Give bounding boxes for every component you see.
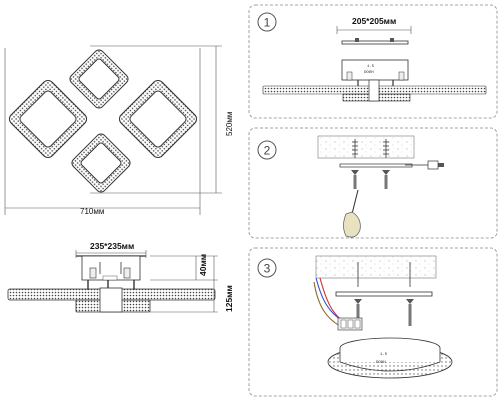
step-3-number: 3: [264, 262, 271, 276]
mounting-screws: [351, 170, 390, 189]
anchor-bolts: [352, 139, 389, 158]
step-3-panel: 3 1.5: [248, 247, 498, 397]
step-3-badge: [257, 258, 277, 278]
diamond-frame-top: [69, 49, 129, 109]
diamond-frame-bottom: [71, 133, 131, 193]
total-height-label: 125мм: [224, 285, 234, 312]
step-3-ceiling: [315, 255, 437, 279]
height-dimension-label: 520мм: [225, 112, 234, 136]
svg-text:1.5: 1.5: [380, 353, 388, 357]
step-2-panel: 2: [248, 127, 498, 239]
side-view-dimensions: [75, 250, 218, 313]
diamond-frame-right: [118, 79, 198, 159]
step-2-badge: [257, 140, 277, 160]
step-3-plate: [335, 291, 433, 297]
mount-plate-label: 235*235мм: [90, 241, 134, 251]
lamp-body: 1.5 DOOH: [327, 337, 453, 379]
width-dimension-label: 710мм: [80, 207, 104, 216]
side-view-drawing: [7, 255, 216, 313]
screwdriver-icon: [343, 189, 361, 238]
step-2-number: 2: [264, 144, 271, 158]
step-1-number: 1: [264, 16, 271, 30]
svg-text:DOOH: DOOH: [364, 71, 374, 75]
terminal-block: [337, 317, 363, 331]
ceiling-block: [317, 135, 415, 159]
top-view-dimensions: [4, 45, 222, 215]
step-1-badge: [257, 12, 277, 32]
step-2-plate: [339, 163, 413, 168]
step-3-screws: [354, 299, 414, 326]
step-1-mount-label: 205*205мм: [352, 16, 396, 26]
top-view-drawing: [8, 49, 198, 193]
wire-connector: [405, 160, 444, 170]
step-1-panel: 1 205*205мм 1.5 DOOH: [248, 4, 498, 119]
svg-text:1.5: 1.5: [367, 65, 375, 69]
diamond-frame-left: [8, 79, 88, 159]
mounting-plate: [341, 38, 409, 45]
svg-text:DOOH: DOOH: [376, 361, 386, 365]
depth-dimension-label: 40мм: [198, 254, 208, 276]
